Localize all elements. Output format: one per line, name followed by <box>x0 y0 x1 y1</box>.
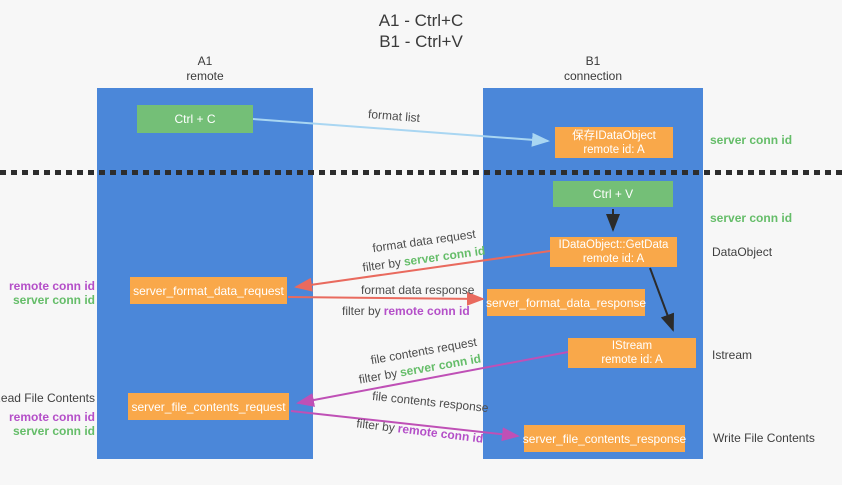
left-column-role: remote <box>186 69 224 83</box>
istream-line1: IStream <box>611 340 653 352</box>
title-line-2: B1 - Ctrl+V <box>379 32 463 51</box>
server-format-data-request-label: server_format_data_request <box>133 283 284 298</box>
remote-conn-id-text: remote conn id <box>383 304 470 318</box>
server-file-contents-request-label: server_file_contents_request <box>131 399 286 414</box>
right-column-name: B1 <box>585 54 601 68</box>
filter-by-text: filter by <box>355 416 396 435</box>
remote-conn-id-text: remote conn id <box>396 421 485 446</box>
ctrl-v-label: Ctrl + V <box>592 187 634 201</box>
right-server-conn-id-annotation-top: server conn id <box>710 133 793 147</box>
format-data-response-label: format data response <box>361 283 475 297</box>
server-file-contents-response-node: server_file_contents_response <box>522 425 687 452</box>
istream-node: IStream remote id: A <box>568 338 696 368</box>
write-file-contents-annotation: Write File Contents <box>713 431 815 445</box>
save-idataobject-node: 保存IDataObject remote id: A <box>555 127 673 158</box>
right-column-header: B1 connection <box>483 54 703 84</box>
server-format-data-request-node: server_format_data_request <box>130 277 287 304</box>
idataobject-getdata-node: IDataObject::GetData remote id: A <box>550 237 677 267</box>
filter-by-remote-conn-id-label-2: filter byremote conn id <box>356 416 484 445</box>
save-idataobject-line2: remote id: A <box>583 143 645 156</box>
getdata-line1: IDataObject::GetData <box>558 239 669 251</box>
file-contents-response-label: file contents response <box>371 388 490 416</box>
left-server-conn-id-annotation-bottom: server conn id <box>12 424 95 438</box>
server-file-contents-request-node: server_file_contents_request <box>128 393 289 420</box>
diagram-title: A1 - Ctrl+C B1 - Ctrl+V <box>0 10 842 52</box>
istream-line2: remote id: A <box>601 354 663 366</box>
ctrl-v-node: Ctrl + V <box>553 181 673 207</box>
ctrl-c-node: Ctrl + C <box>137 105 253 133</box>
format-list-label: format list <box>367 106 421 126</box>
server-file-contents-response-label: server_file_contents_response <box>522 431 687 446</box>
server-format-data-response-label: server_format_data_response <box>485 295 647 310</box>
server-format-data-response-node: server_format_data_response <box>485 289 647 316</box>
right-server-conn-id-annotation-mid: server conn id <box>710 211 793 225</box>
filter-by-text: filter by <box>357 366 399 387</box>
getdata-line2: remote id: A <box>582 253 645 265</box>
read-file-contents-annotation: Read File Contents <box>0 391 95 405</box>
ctrl-c-label: Ctrl + C <box>174 112 216 126</box>
dataobject-annotation: DataObject <box>712 245 773 259</box>
dashed-divider-line <box>0 170 842 175</box>
right-column-role: connection <box>563 69 623 83</box>
title-line-1: A1 - Ctrl+C <box>378 11 464 30</box>
left-remote-conn-id-annotation-top: remote conn id <box>8 279 95 293</box>
save-idataobject-line1: 保存IDataObject <box>572 129 656 142</box>
left-column-header: A1 remote <box>97 54 313 84</box>
format-data-response-arrow <box>287 291 485 306</box>
filter-by-text: filter by <box>361 255 402 275</box>
left-column-name: A1 <box>197 54 213 68</box>
istream-annotation: Istream <box>712 348 753 362</box>
filter-by-text: filter by <box>342 304 381 318</box>
left-remote-conn-id-annotation-bottom: remote conn id <box>8 410 95 424</box>
left-server-conn-id-annotation-top: server conn id <box>12 293 95 307</box>
